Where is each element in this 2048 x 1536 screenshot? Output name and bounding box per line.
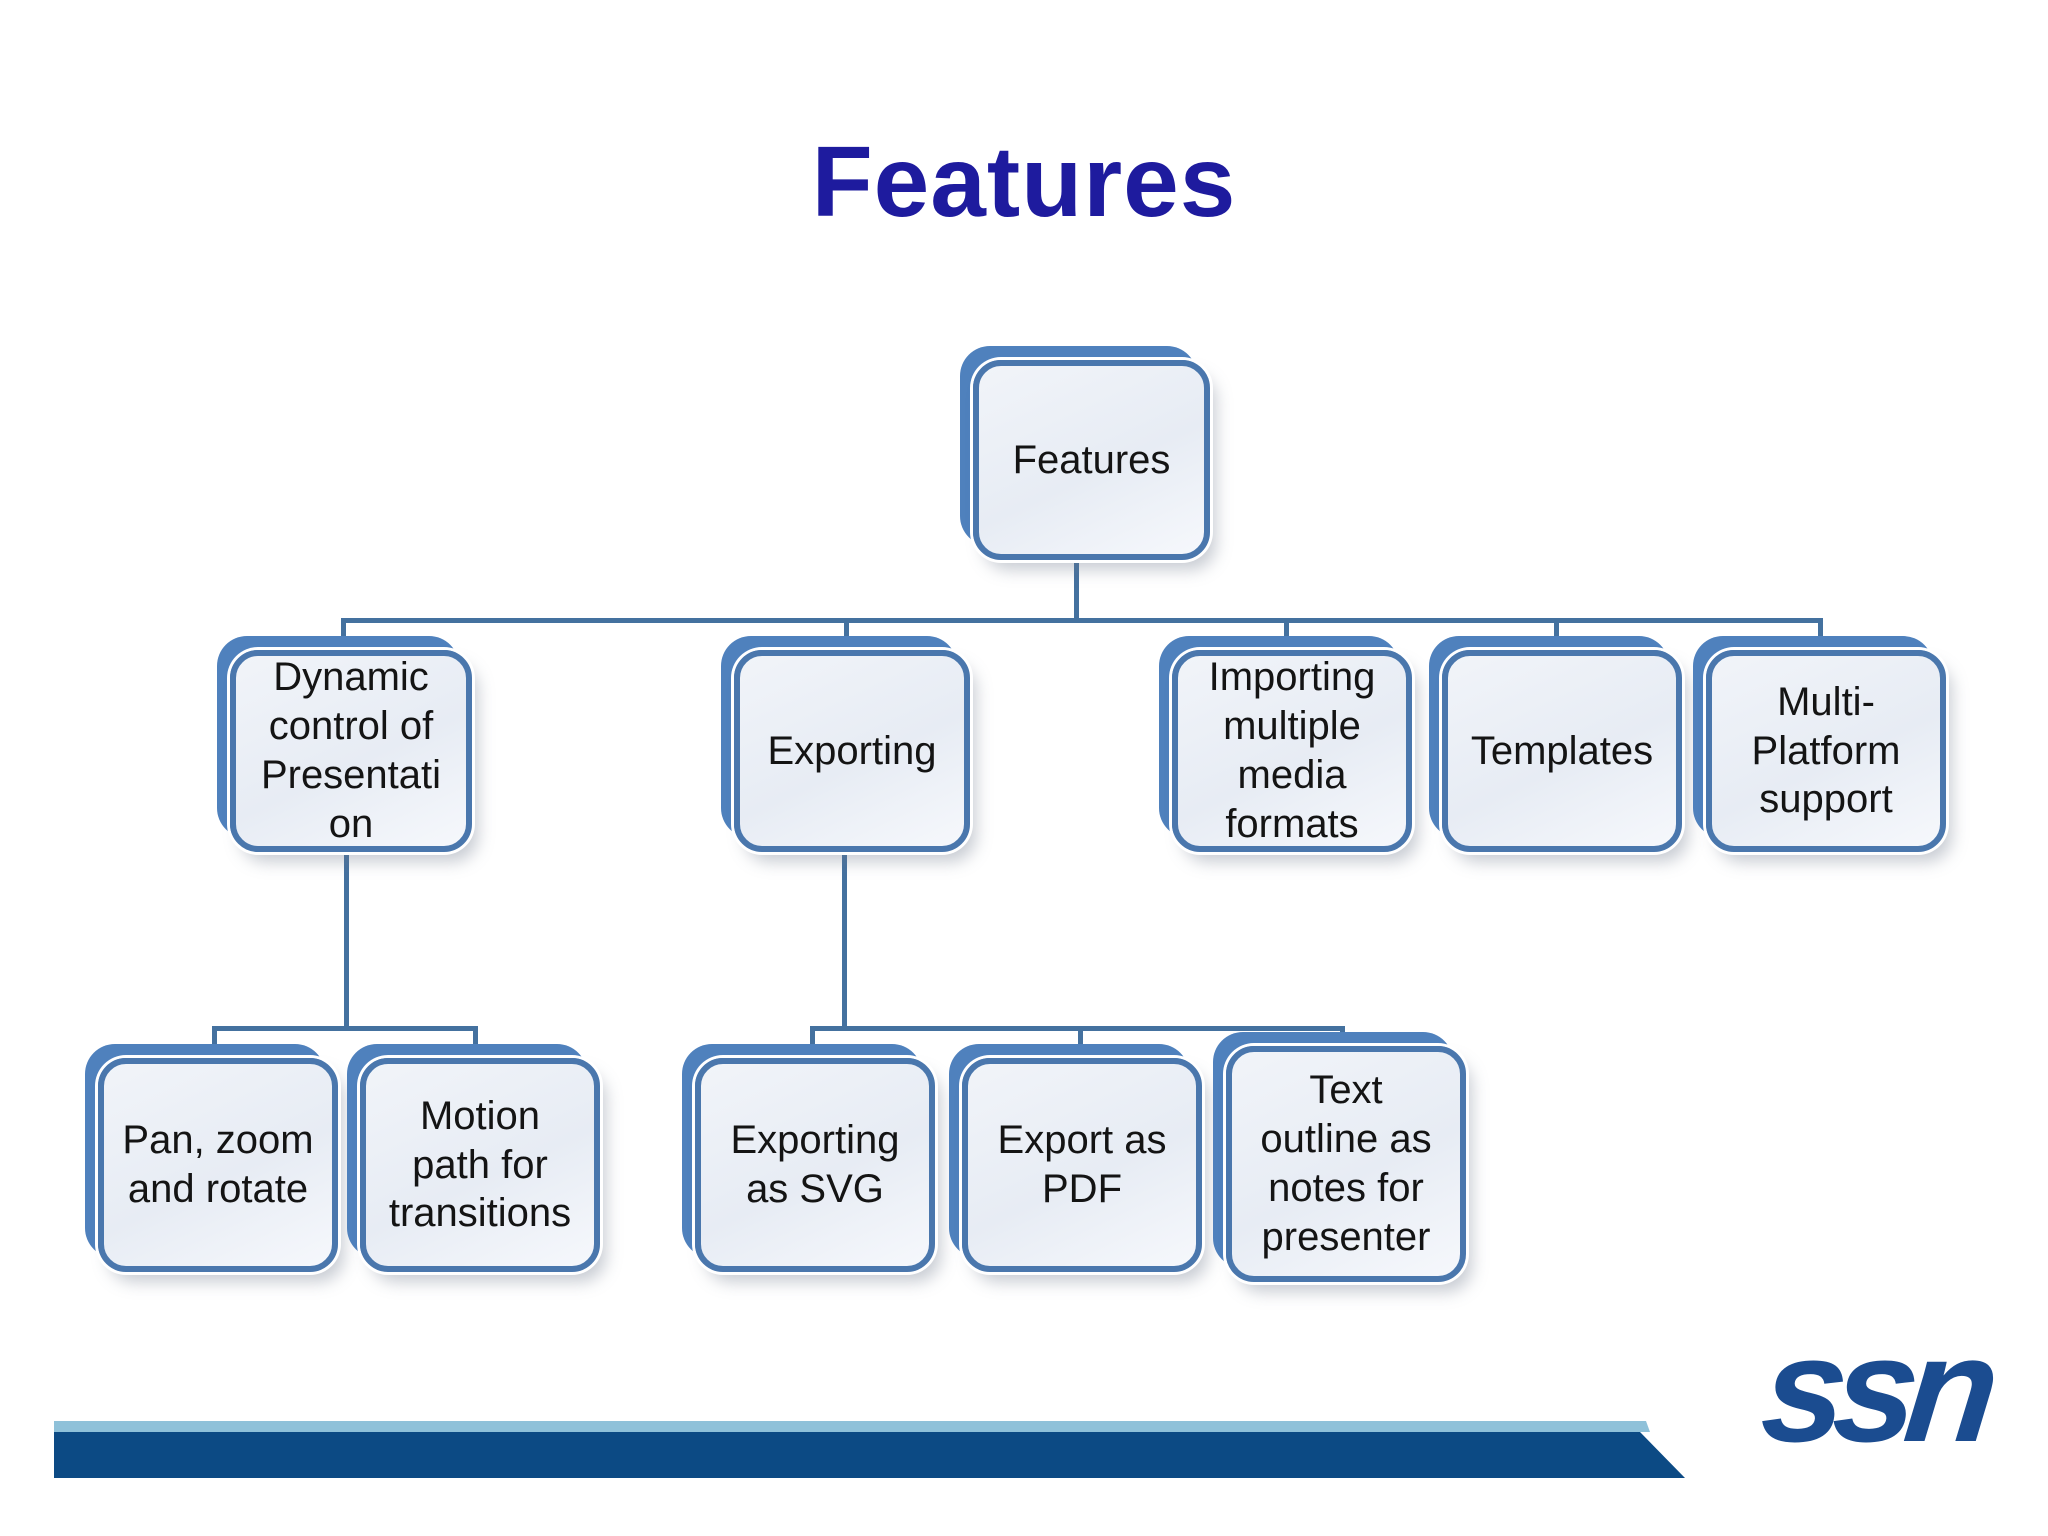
node-motion-path: Motion path for transitions <box>347 1044 600 1272</box>
node-export-pdf: Export as PDF <box>949 1044 1202 1272</box>
node-label: Importing multiple media formats <box>1208 655 1376 846</box>
node-label: Dynamic control of Presentati on <box>260 655 442 846</box>
node-face: Exporting as SVG <box>695 1058 935 1272</box>
node-face: Export as PDF <box>962 1058 1202 1272</box>
node-label: Templates <box>1470 728 1654 773</box>
node-face: Dynamic control of Presentati on <box>230 650 472 852</box>
connector-root-stem <box>1074 560 1079 622</box>
node-face: Multi- Platform support <box>1706 650 1946 852</box>
node-label: Text outline as notes for presenter <box>1260 1068 1432 1259</box>
node-face: Motion path for transitions <box>360 1058 600 1272</box>
connector-drop-multi-platform <box>1818 618 1823 652</box>
node-exporting-svg: Exporting as SVG <box>682 1044 935 1272</box>
connector-level2-bus <box>341 618 1823 623</box>
connector-dynamic-stem <box>344 852 349 1031</box>
node-pan-zoom-rotate: Pan, zoom and rotate <box>85 1044 338 1272</box>
connector-dynamic-bus <box>212 1026 478 1031</box>
node-exporting: Exporting <box>721 636 970 852</box>
connector-drop-motion-path <box>473 1026 478 1060</box>
connector-drop-templates <box>1554 618 1559 652</box>
node-face: Features <box>973 360 1210 560</box>
node-features: Features <box>960 346 1210 560</box>
node-label: Multi- Platform support <box>1751 679 1901 822</box>
node-templates: Templates <box>1429 636 1682 852</box>
node-label: Motion path for transitions <box>388 1093 572 1236</box>
connector-exporting-bus <box>810 1026 1345 1031</box>
connector-drop-importing <box>1284 618 1289 652</box>
node-label: Export as PDF <box>997 1118 1167 1211</box>
node-label: Pan, zoom and rotate <box>122 1118 314 1211</box>
ssn-logo: ssn <box>1755 1305 1996 1473</box>
node-label: Features <box>1012 437 1171 482</box>
footer-bar <box>54 1432 1685 1478</box>
footer-accent-stripe <box>54 1421 1650 1432</box>
connector-exporting-stem <box>842 852 847 1031</box>
node-text-outline: Text outline as notes for presenter <box>1213 1032 1466 1282</box>
node-label: Exporting <box>767 728 937 773</box>
node-multi-platform: Multi- Platform support <box>1693 636 1946 852</box>
node-face: Exporting <box>734 650 970 852</box>
connector-drop-exporting <box>844 618 849 652</box>
connector-drop-dynamic <box>341 618 346 652</box>
connector-drop-export-pdf <box>1078 1026 1083 1060</box>
connector-drop-pan-zoom <box>212 1026 217 1060</box>
node-importing-media: Importing multiple media formats <box>1159 636 1412 852</box>
node-face: Text outline as notes for presenter <box>1226 1046 1466 1282</box>
page-title: Features <box>811 126 1237 238</box>
connector-drop-export-svg <box>810 1026 815 1060</box>
node-face: Importing multiple media formats <box>1172 650 1412 852</box>
node-face: Templates <box>1442 650 1682 852</box>
node-dynamic-control: Dynamic control of Presentati on <box>217 636 472 852</box>
node-face: Pan, zoom and rotate <box>98 1058 338 1272</box>
node-label: Exporting as SVG <box>730 1118 900 1211</box>
